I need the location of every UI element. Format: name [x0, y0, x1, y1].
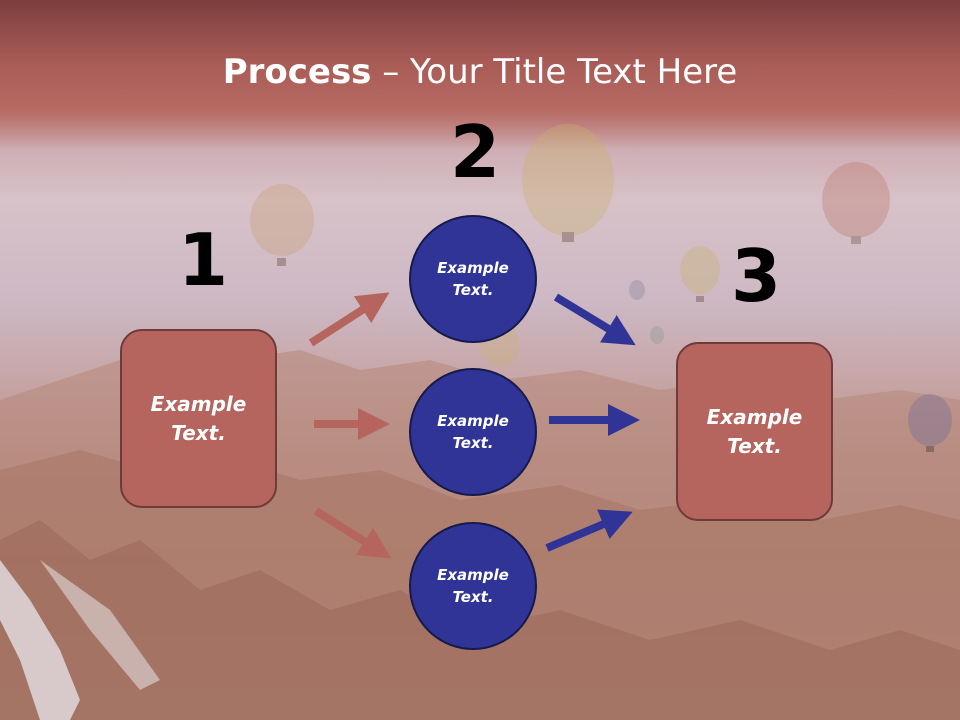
step-1-box: Example Text. — [120, 329, 277, 508]
middle-node-top: Example Text. — [409, 215, 537, 343]
step-3-box: Example Text. — [676, 342, 833, 521]
arrow-top-to-3 — [553, 293, 636, 346]
middle-node-center: Example Text. — [409, 368, 537, 496]
middle-node-top-text: Example Text. — [437, 258, 509, 300]
title-bold: Process — [222, 52, 372, 92]
step-number-2: 2 — [450, 110, 501, 194]
title-rest: – Your Title Text Here — [371, 52, 738, 92]
arrow-bottom-to-3 — [545, 509, 633, 552]
step-3-text: Example Text. — [706, 404, 803, 458]
middle-node-center-text: Example Text. — [437, 411, 509, 453]
step-1-text: Example Text. — [150, 391, 247, 445]
step-number-1: 1 — [178, 218, 229, 302]
slide-title: Process – Your Title Text Here — [0, 52, 960, 92]
step-number-3: 3 — [731, 234, 782, 318]
arrow-1-to-bottom — [313, 507, 392, 559]
middle-node-bottom: Example Text. — [409, 522, 537, 650]
middle-node-bottom-text: Example Text. — [437, 565, 509, 607]
arrow-1-to-top — [308, 292, 390, 347]
